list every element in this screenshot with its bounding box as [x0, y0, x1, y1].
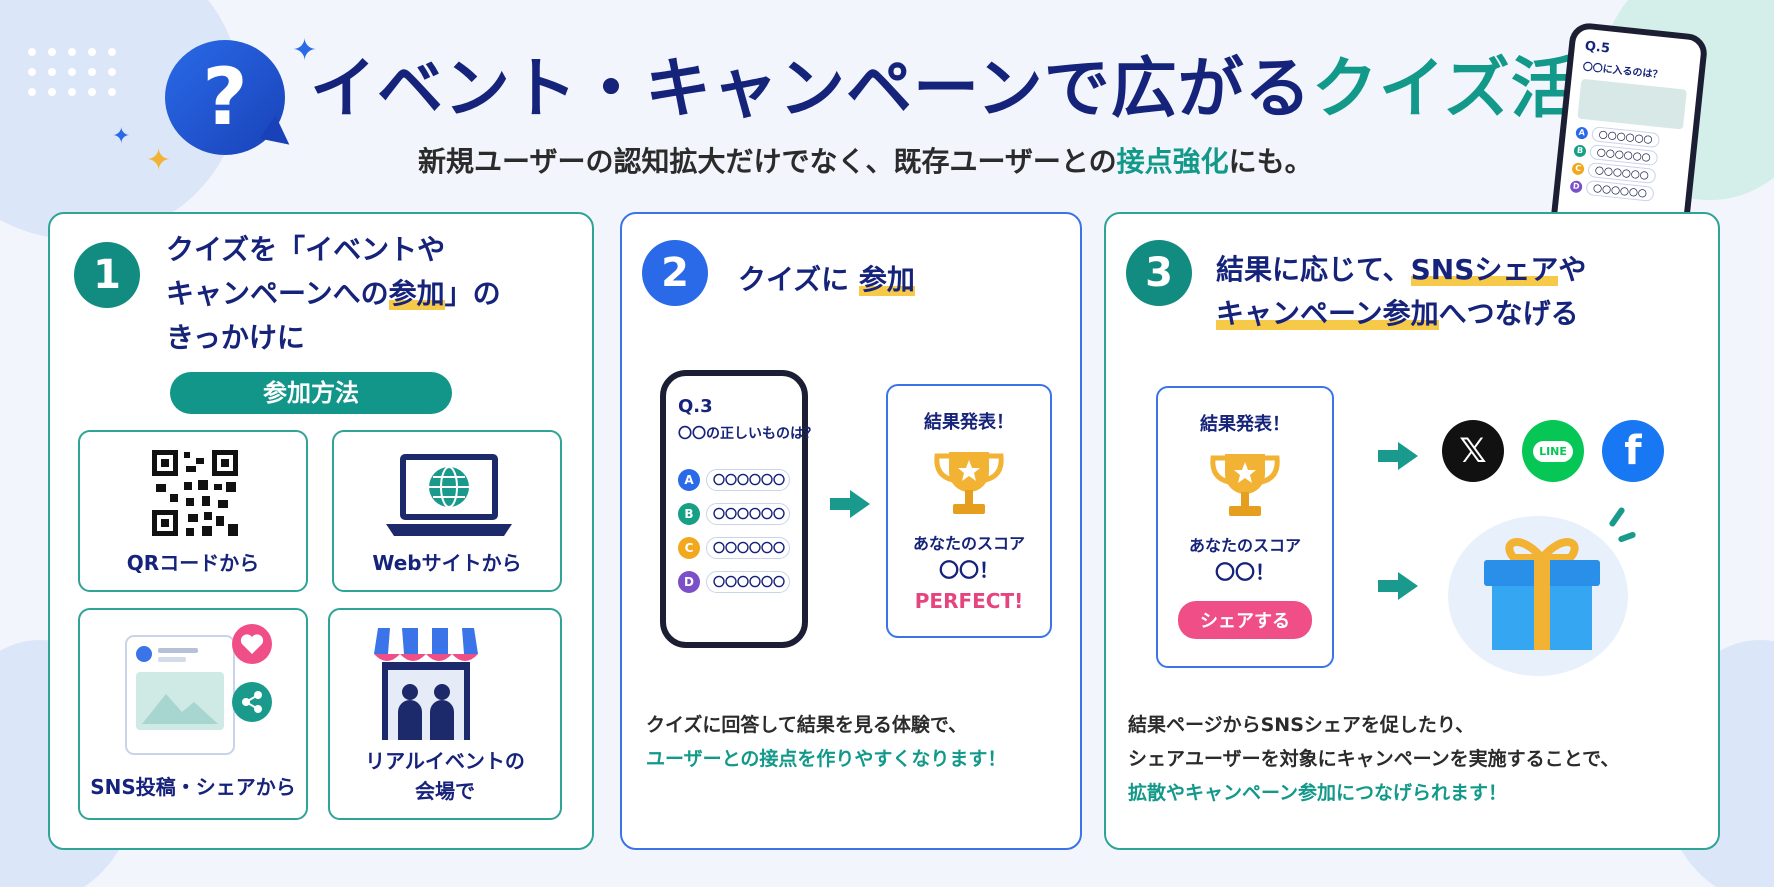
arrow-right-icon [1378, 572, 1418, 600]
step2-heading: クイズに 参加 [738, 263, 915, 296]
method-card-event: リアルイベントの会場で [328, 608, 562, 820]
share-button[interactable]: シェアする [1178, 601, 1312, 639]
question-number: Q.3 [678, 396, 713, 417]
sparkle-icon: ✦ [146, 143, 172, 178]
question-bubble-icon: ? [165, 40, 285, 155]
sparkle-icon: ✦ [292, 33, 318, 68]
method-card-sns: SNS投稿・シェアから [78, 608, 308, 820]
score-value: 〇〇！ [939, 558, 999, 582]
line-icon[interactable]: LINE [1522, 420, 1584, 482]
line-label: LINE [1533, 440, 1573, 462]
method-label-web: Webサイトから [372, 551, 522, 575]
laptop-globe-icon [386, 454, 512, 536]
arrow-right-icon [1378, 442, 1418, 470]
result-card: 結果発表！ あなたのスコア 〇〇！ PERFECT! [886, 384, 1052, 638]
score-label: あなたのスコア [912, 534, 1025, 553]
method-card-web: Webサイトから [332, 430, 562, 592]
page-subtitle: 新規ユーザーの認知拡大だけでなく、既存ユーザーとの接点強化にも。 [418, 145, 1313, 178]
result-title: 結果発表！ [1200, 414, 1290, 435]
share-result-card: 結果発表！ あなたのスコア 〇〇！ シェアする [1156, 386, 1334, 668]
perfect-badge: PERFECT! [914, 589, 1024, 613]
score-value: 〇〇！ [1215, 560, 1275, 584]
sparkle-icon: ✦ [112, 124, 131, 149]
participation-method-label: 参加方法 [170, 372, 452, 414]
x-icon[interactable]: 𝕏 [1442, 420, 1504, 482]
facebook-icon[interactable]: f [1602, 420, 1664, 482]
step2-description: クイズに回答して結果を見る体験で、 ユーザーとの接点を作りやすくなります！ [646, 714, 1007, 770]
trophy-icon [934, 452, 1004, 514]
result-title: 結果発表！ [924, 412, 1014, 433]
step3-heading: 結果に応じて、SNSシェアや キャンペーン参加へつなげる [1216, 253, 1587, 330]
question-text: 〇〇の正しいものは？ [678, 426, 818, 442]
step1-number: 1 [74, 242, 140, 308]
image-placeholder [1577, 78, 1687, 130]
method-label-sns: SNS投稿・シェアから [90, 775, 296, 799]
page-title: イベント・キャンペーンで広がるクイズ活用 [310, 50, 1645, 127]
qr-code-icon [152, 450, 238, 536]
method-card-qr: QRコードから [78, 430, 308, 592]
step1-heading: クイズを「イベントや キャンペーンへの参加」の きっかけに [166, 233, 501, 354]
score-label: あなたのスコア [1188, 536, 1301, 555]
trophy-icon [1210, 454, 1280, 516]
storefront-icon [374, 628, 478, 740]
gift-box-icon [1484, 538, 1600, 650]
dot-pattern [28, 48, 116, 96]
method-label-qr: QRコードから [126, 551, 260, 575]
sns-post-icon [125, 624, 272, 755]
step2-number: 2 [642, 240, 708, 306]
method-label-event: リアルイベントの会場で [365, 749, 525, 803]
arrow-right-icon [830, 490, 870, 518]
step3-number: 3 [1126, 240, 1192, 306]
step3-description: 結果ページからSNSシェアを促したり、 シェアユーザーを対象にキャンペーンを実施… [1128, 714, 1620, 804]
